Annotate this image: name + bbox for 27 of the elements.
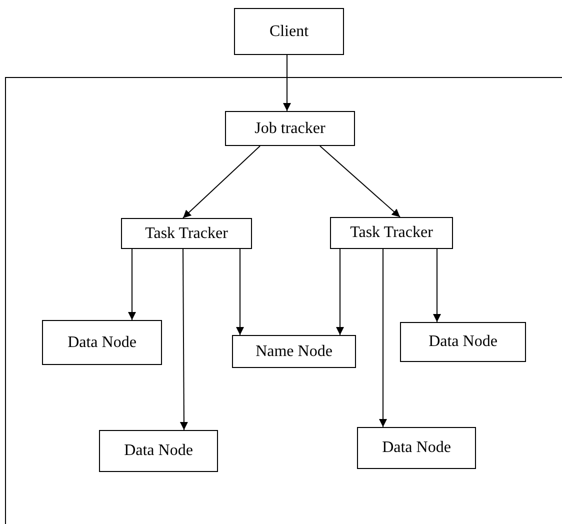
arrow <box>283 54 291 112</box>
arrow <box>433 248 441 322</box>
process-box <box>330 217 453 249</box>
process-box <box>121 218 252 249</box>
box-label: Task Tracker <box>145 224 228 244</box>
box-label: Data Node <box>382 438 451 458</box>
process-box <box>357 427 476 469</box>
box-label: Data Node <box>428 332 498 352</box>
arrow <box>336 248 344 336</box>
arrow <box>182 146 260 218</box>
process-box <box>99 430 218 472</box>
arrow <box>379 248 387 428</box>
process-box <box>42 320 162 365</box>
arrow <box>320 146 400 218</box>
arrow <box>180 248 188 430</box>
process-box <box>400 322 526 362</box>
box-label: Task Tracker <box>350 223 433 243</box>
box-label: Client <box>269 22 309 42</box>
process-box <box>225 111 355 146</box>
process-box <box>234 8 344 55</box>
arrow <box>236 248 244 336</box>
box-label: Job tracker <box>254 118 326 138</box>
process-box <box>232 335 356 368</box>
box-label: Data Node <box>68 332 136 352</box>
box-label: Data Node <box>124 441 193 461</box>
box-label: Name Node <box>256 342 332 362</box>
arrow <box>128 248 136 320</box>
